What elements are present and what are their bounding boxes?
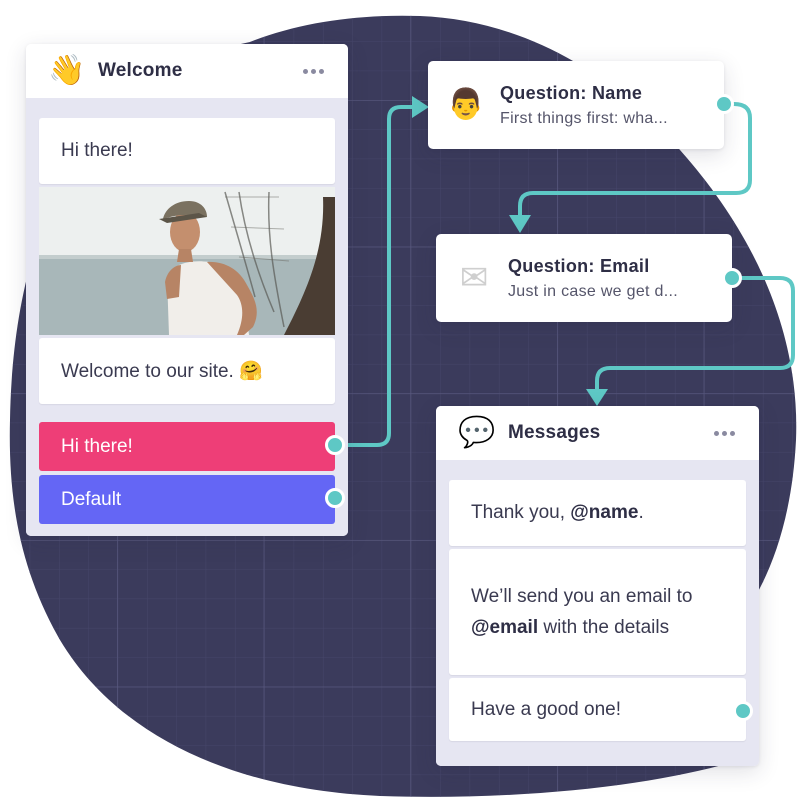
messages-block-header[interactable]: 💬 Messages [436, 406, 759, 460]
question-name-title: Question: Name [500, 82, 643, 103]
button-label: Hi there! [61, 435, 133, 457]
connector-port-default[interactable] [325, 488, 345, 508]
message-thank-you[interactable]: Thank you, @name. [449, 480, 746, 546]
welcome-block[interactable]: 👋 Welcome Hi there! [26, 44, 348, 536]
message-image[interactable] [39, 187, 335, 335]
variable-email: @email [471, 617, 539, 638]
button-default[interactable]: Default [39, 475, 335, 524]
question-name-card[interactable]: 👨 Question: Name First things first: wha… [428, 61, 724, 149]
arrow-head-email [509, 215, 531, 233]
message-text: Have a good one! [471, 698, 622, 720]
message-text: Welcome to our site. 🤗 [61, 361, 263, 382]
button-label: Default [61, 488, 122, 510]
variable-name: @name [570, 502, 639, 523]
message-have-a-good-one[interactable]: Have a good one! [449, 678, 746, 741]
message-send-email[interactable]: We’ll send you an email to @email with t… [449, 549, 746, 675]
envelope-icon: ✉ [459, 258, 489, 298]
more-horizontal-icon[interactable] [710, 427, 739, 440]
connector-port-question-email[interactable] [722, 268, 742, 288]
button-hi-there[interactable]: Hi there! [39, 422, 335, 471]
connector-email-to-messages [595, 276, 795, 392]
photo-image [39, 187, 335, 335]
connector-name-to-email [518, 102, 752, 217]
connector-hi-there-to-name [344, 105, 416, 447]
question-email-title: Question: Email [508, 255, 650, 276]
connector-port-have-a-good-one[interactable] [733, 701, 753, 721]
connector-port-question-name[interactable] [714, 94, 734, 114]
question-email-card[interactable]: ✉ Question: Email Just in case we get d.… [436, 234, 732, 322]
messages-block-body: Thank you, @name. We’ll send you an emai… [436, 460, 759, 766]
message-welcome[interactable]: Welcome to our site. 🤗 [39, 338, 335, 404]
welcome-block-title: Welcome [98, 60, 183, 81]
man-face-icon: 👨 [447, 87, 485, 122]
message-hi-there[interactable]: Hi there! [39, 118, 335, 184]
question-email-subtitle: Just in case we get d... [508, 282, 678, 300]
welcome-block-body: Hi there! [26, 98, 348, 536]
waving-hand-icon: 👋 [48, 53, 86, 88]
question-name-subtitle: First things first: wha... [500, 109, 668, 127]
more-horizontal-icon[interactable] [299, 65, 328, 78]
speech-bubble-icon: 💬 [458, 415, 496, 450]
connector-port-hi-there[interactable] [325, 435, 345, 455]
message-text: We’ll send you an email to @email with t… [471, 586, 693, 638]
message-text: Hi there! [61, 140, 133, 161]
welcome-block-header[interactable]: 👋 Welcome [26, 44, 348, 98]
arrow-head-messages [586, 389, 608, 406]
message-text: Thank you, @name. [471, 502, 644, 523]
messages-block-title: Messages [508, 422, 601, 443]
arrow-head-name [412, 96, 429, 118]
messages-block[interactable]: 💬 Messages Thank you, @name. We’ll send … [436, 406, 759, 766]
